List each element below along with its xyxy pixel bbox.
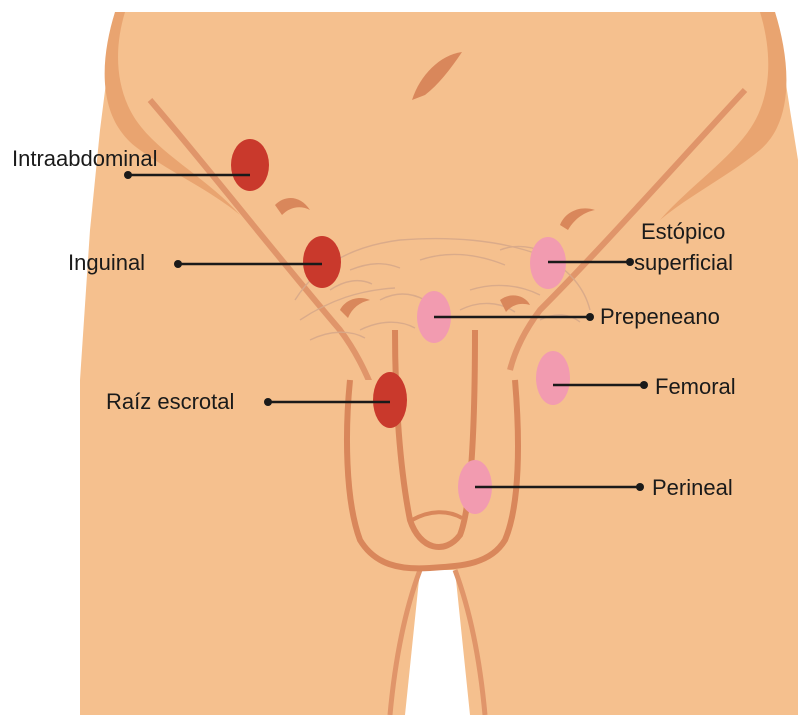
label-femoral: Femoral (655, 374, 736, 400)
marker-intraabdominal (231, 139, 269, 191)
label-intraabdominal: Intraabdominal (12, 146, 158, 172)
label-inguinal: Inguinal (68, 250, 145, 276)
dot-inguinal (174, 260, 182, 268)
label-estopico-line1: Estópico (641, 219, 725, 245)
marker-femoral (536, 351, 570, 405)
dot-perineal (636, 483, 644, 491)
dot-femoral (640, 381, 648, 389)
label-perineal: Perineal (652, 475, 733, 501)
marker-inguinal (303, 236, 341, 288)
dot-prepeneano (586, 313, 594, 321)
dot-estopico (626, 258, 634, 266)
dot-raiz-escrotal (264, 398, 272, 406)
dot-intraabdominal (124, 171, 132, 179)
marker-raiz-escrotal (373, 372, 407, 428)
label-prepeneano: Prepeneano (600, 304, 720, 330)
label-raiz-escrotal: Raíz escrotal (106, 389, 234, 415)
label-estopico-line2: superficial (634, 250, 733, 276)
